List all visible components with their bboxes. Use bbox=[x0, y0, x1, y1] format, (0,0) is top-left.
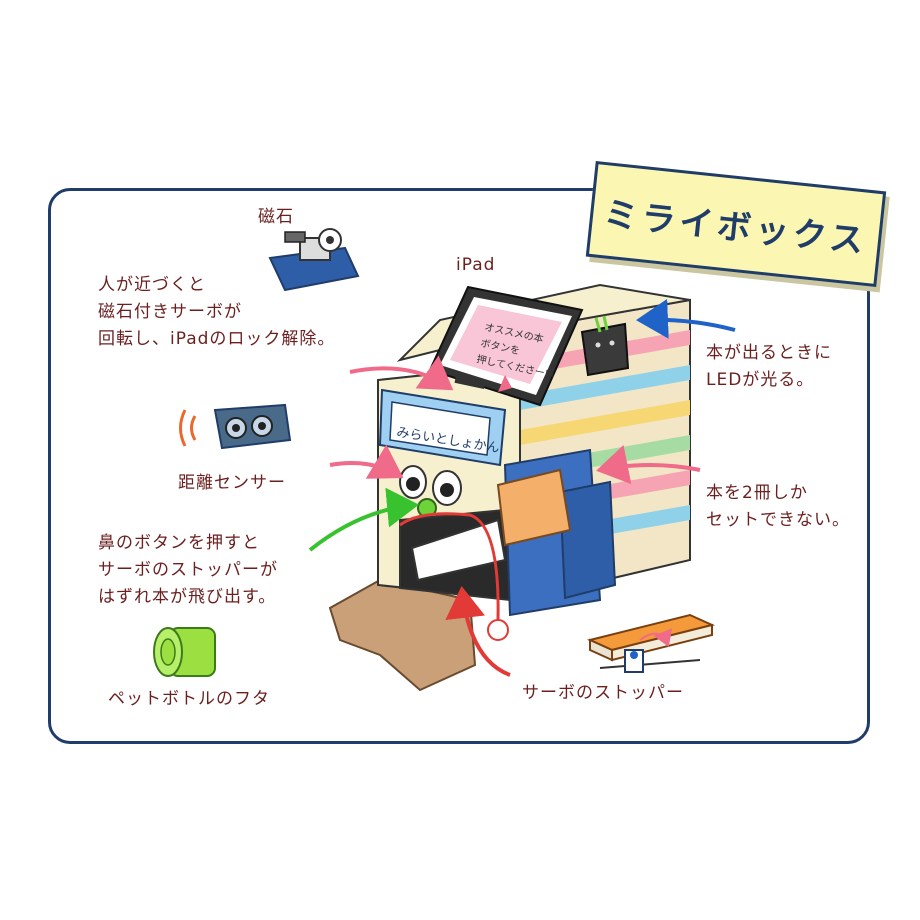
label-line: 磁石付きサーボが bbox=[98, 302, 242, 322]
distance-sensor-icon bbox=[179, 403, 292, 450]
book-tray bbox=[410, 448, 617, 617]
arrow-to-stopper bbox=[445, 586, 511, 677]
label-line: 本を2冊しか bbox=[706, 483, 808, 503]
label-ipad: iPad bbox=[456, 255, 496, 275]
label-line: 本が出るときに bbox=[706, 343, 832, 363]
label-two-books: 本を2冊しか セットできない。 bbox=[706, 480, 850, 534]
arrow-to-sensor bbox=[329, 444, 404, 479]
label-line: LEDが光る。 bbox=[706, 370, 815, 390]
label-magnet: 磁石 bbox=[258, 207, 294, 227]
led-board-icon bbox=[580, 315, 630, 377]
label-line: 回転し、iPadのロック解除。 bbox=[98, 329, 336, 349]
label-distance-sensor: 距離センサー bbox=[178, 473, 286, 493]
magnet-servo-icon bbox=[268, 228, 360, 292]
bottle-cap-icon bbox=[153, 627, 216, 677]
arrow-to-books bbox=[596, 444, 701, 485]
label-line: セットできない。 bbox=[706, 510, 850, 530]
label-led: 本が出るときに LEDが光る。 bbox=[706, 340, 832, 394]
ipad-icon bbox=[428, 285, 584, 407]
label-line: サーボのストッパーが bbox=[98, 560, 278, 580]
label-bottle-cap: ペットボトルのフタ bbox=[108, 689, 270, 709]
page-title: ミライボックス bbox=[601, 193, 870, 262]
arrow-to-nose bbox=[308, 487, 419, 552]
cardboard-flap bbox=[328, 578, 477, 692]
servo-stopper-detail-icon bbox=[586, 613, 716, 673]
arrow-to-ipad bbox=[349, 355, 454, 391]
label-nose-button: 鼻のボタンを押すと サーボのストッパーが はずれ本が飛び出す。 bbox=[98, 530, 278, 611]
label-servo-unlock: 人が近づくと 磁石付きサーボが 回転し、iPadのロック解除。 bbox=[98, 272, 335, 353]
arrow-to-led bbox=[636, 298, 736, 339]
label-line: 人が近づくと bbox=[98, 275, 206, 295]
label-line: 鼻のボタンを押すと bbox=[98, 533, 260, 553]
label-line: はずれ本が飛び出す。 bbox=[98, 587, 277, 607]
library-sign bbox=[378, 388, 507, 467]
label-servo-stopper: サーボのストッパー bbox=[522, 683, 684, 703]
